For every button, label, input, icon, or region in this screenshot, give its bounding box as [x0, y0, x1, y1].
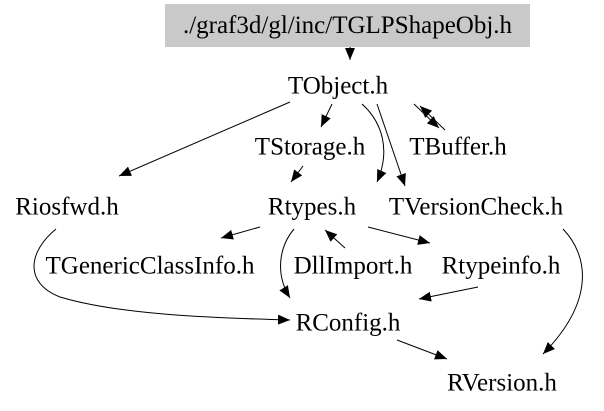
- node-RConfig[interactable]: RConfig.h: [295, 309, 401, 337]
- edge-Rtypes-to-RConfig: [279, 228, 295, 299]
- edge-TStorage-to-Rtypes: [290, 165, 304, 183]
- node-TVersionCheck[interactable]: TVersionCheck.h: [388, 193, 564, 221]
- edge-DllImport-to-Rtypes: [324, 229, 346, 249]
- node-DllImport[interactable]: DllImport.h: [293, 252, 413, 280]
- edge-RConfig-to-RVersion: [396, 339, 448, 360]
- edge-TObject-to-Rtypes: [361, 103, 387, 183]
- edge-Rtypes-to-TGenericClassInfo: [220, 226, 261, 240]
- edge-TBuffer-to-TObject: [419, 105, 446, 131]
- node-Rtypes[interactable]: Rtypes.h: [267, 193, 357, 221]
- edge-TObject-to-Riosfwd: [118, 101, 291, 177]
- edge-TObject-to-TBuffer: [413, 103, 440, 129]
- node-TGenericClassInfo[interactable]: TGenericClassInfo.h: [45, 252, 255, 280]
- node-TObject[interactable]: TObject.h: [287, 72, 389, 100]
- node-RVersion[interactable]: RVersion.h: [447, 369, 557, 397]
- edge-Riosfwd-to-RConfig: [33, 228, 291, 325]
- edge-TVersionCheck-to-RVersion: [542, 228, 583, 355]
- node-Riosfwd[interactable]: Riosfwd.h: [15, 193, 119, 221]
- node-main-TGLPShapeObj: ./graf3d/gl/inc/TGLPShapeObj.h: [165, 4, 530, 47]
- edge-Rtypes-to-Rtypeinfo: [367, 226, 431, 245]
- edge-TObject-to-TStorage: [320, 103, 333, 128]
- node-TStorage[interactable]: TStorage.h: [254, 133, 366, 161]
- edge-Rtypeinfo-to-RConfig: [418, 286, 479, 302]
- node-TBuffer[interactable]: TBuffer.h: [409, 133, 507, 161]
- edge-TObject-to-TVersionCheck: [376, 103, 406, 187]
- node-Rtypeinfo[interactable]: Rtypeinfo.h: [441, 252, 561, 280]
